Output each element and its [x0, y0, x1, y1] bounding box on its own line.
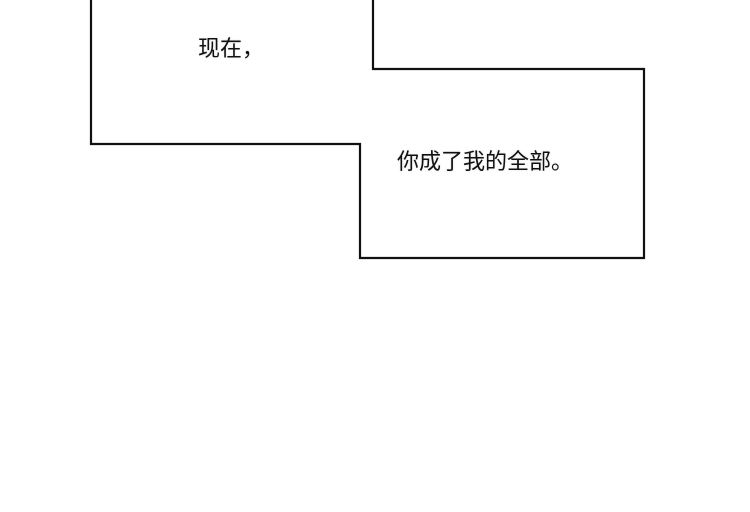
caption-text-everything: 你成了我的全部。	[397, 150, 574, 175]
caption-box-border	[89, 0, 646, 260]
caption-text-now: 现在，	[198, 37, 265, 62]
